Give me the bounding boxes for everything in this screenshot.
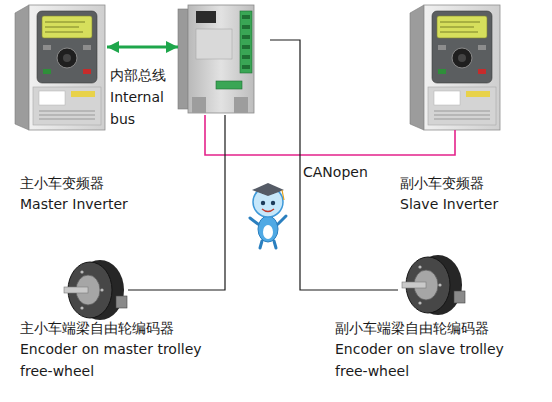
inverter-illustration [410, 5, 500, 130]
node-label: 副小车端梁自由轮编码器 [335, 317, 535, 339]
node-label: Encoder on slave trolley free-wheel [335, 338, 520, 382]
node-label: 副小车变频器 [400, 172, 550, 194]
encoder-box: 主小车端梁自由轮编码器Encoder on master trolley fre… [60, 258, 128, 322]
node-label: Master Inverter [20, 193, 170, 215]
edge-label: 内部总线 Internal bus [110, 64, 190, 130]
controller-box [178, 5, 270, 115]
encoder-cable [270, 40, 398, 290]
encoder-illustration [402, 255, 465, 315]
node-label: Encoder on master trolley free-wheel [20, 338, 205, 382]
controller-card-illustration [178, 5, 254, 113]
internal-bus-arrow [107, 46, 178, 49]
encoder-cable [128, 115, 225, 290]
inverter-illustration [15, 5, 105, 130]
inverter-box: 副小车变频器Slave Inverter [410, 5, 502, 130]
edge-label: CANopen [303, 161, 393, 183]
node-label: 主小车端梁自由轮编码器 [20, 317, 220, 339]
encoder-illustration [64, 260, 127, 320]
mascot-illustration [250, 183, 286, 248]
node-label: 主小车变频器 [20, 172, 170, 194]
node-label: Slave Inverter [400, 193, 550, 215]
inverter-box: 主小车变频器Master Inverter [15, 5, 107, 130]
encoder-box: 副小车端梁自由轮编码器Encoder on slave trolley free… [398, 253, 464, 317]
canopen-cable [205, 115, 455, 155]
